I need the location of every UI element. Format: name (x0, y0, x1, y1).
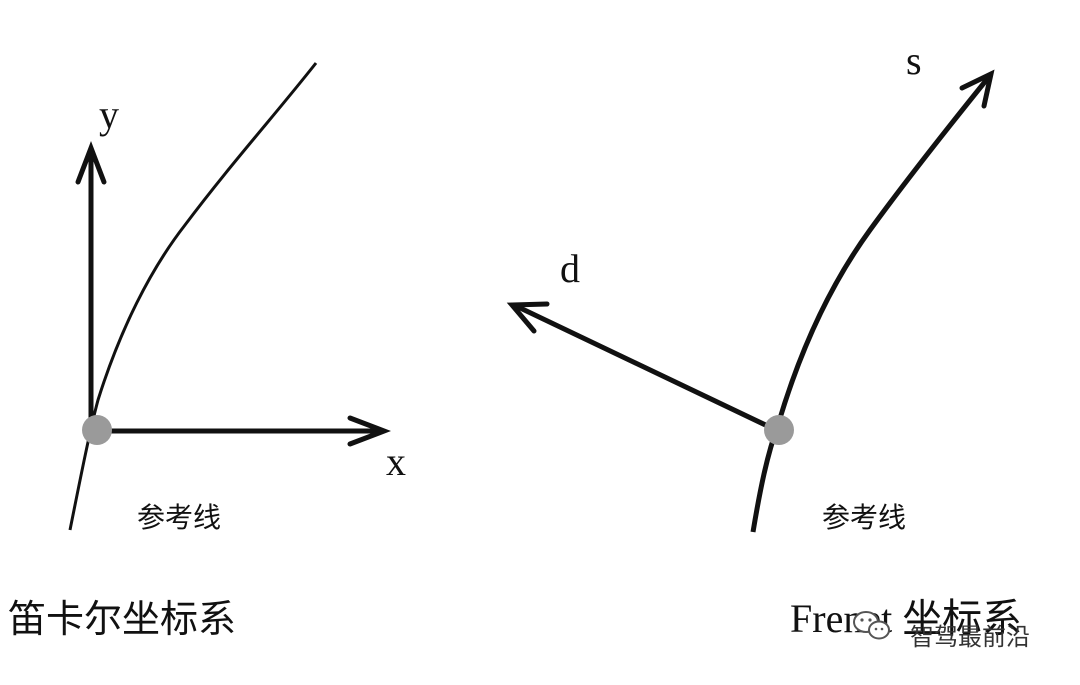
frenet-s-axis-label: s (906, 38, 922, 83)
frenet-d-axis (514, 303, 778, 433)
frenet-panel: s d 参考线 Frenet 坐标系 (506, 38, 1022, 641)
cartesian-title: 笛卡尔坐标系 (8, 597, 236, 641)
watermark: 智驾最前沿 (853, 611, 1030, 651)
frenet-d-arrowhead (506, 301, 550, 334)
cartesian-y-axis-label: y (99, 92, 119, 137)
cartesian-x-arrowhead (347, 415, 392, 447)
cartesian-reference-line-label: 参考线 (137, 501, 221, 534)
wechat-icon (853, 611, 890, 640)
cartesian-x-axis-label: x (386, 439, 406, 484)
cartesian-panel: y x 参考线 笛卡尔坐标系 (8, 62, 406, 641)
watermark-text: 智驾最前沿 (910, 623, 1030, 651)
frenet-reference-line-label: 参考线 (822, 501, 906, 534)
frenet-origin-point (764, 415, 794, 445)
frenet-title: Frenet 坐标系 (790, 596, 1022, 641)
cartesian-y-arrowhead (75, 140, 107, 185)
frenet-reference-curve (750, 76, 990, 533)
cartesian-reference-curve (68, 62, 318, 531)
frenet-d-axis-label: d (560, 246, 580, 291)
frenet-s-arrowhead (959, 69, 995, 109)
cartesian-origin-point (82, 415, 112, 445)
